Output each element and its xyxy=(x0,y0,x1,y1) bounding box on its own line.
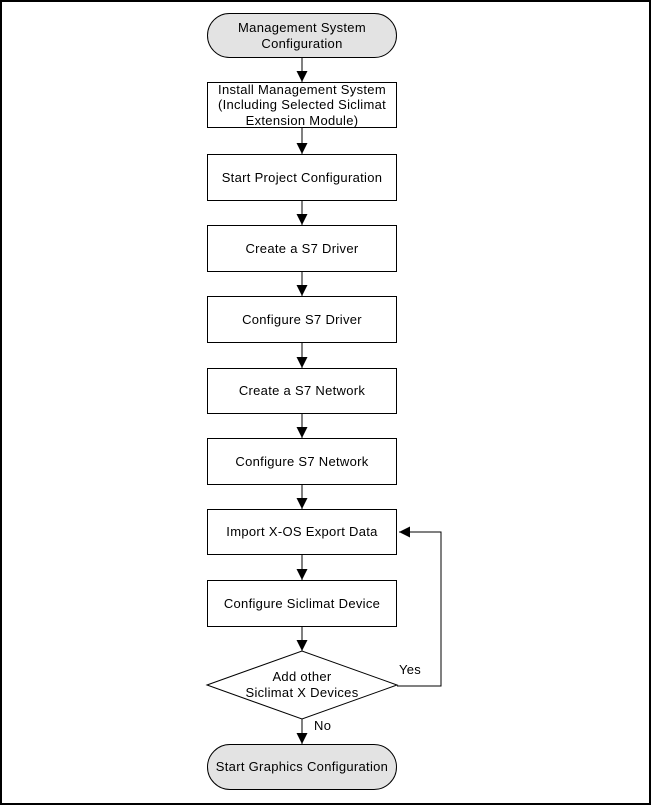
node-create-s7-network: Create a S7 Network xyxy=(207,368,397,414)
node-configure-s7-network: Configure S7 Network xyxy=(207,438,397,485)
node-start-graphics-configuration: Start Graphics Configuration xyxy=(207,744,397,790)
edge-label-no: No xyxy=(314,718,332,733)
node-management-system-configuration: Management System Configuration xyxy=(207,13,397,58)
node-configure-siclimat-device: Configure Siclimat Device xyxy=(207,580,397,627)
decision-diamond-shape xyxy=(205,650,399,720)
node-decision-add-other-siclimat-x-devices: Add other Siclimat X Devices xyxy=(245,669,359,700)
node-start-project-configuration: Start Project Configuration xyxy=(207,154,397,201)
node-configure-s7-driver: Configure S7 Driver xyxy=(207,296,397,343)
loop-yes-arrow xyxy=(397,526,442,687)
node-import-x-os-export-data: Import X-OS Export Data xyxy=(207,509,397,555)
node-create-s7-driver: Create a S7 Driver xyxy=(207,225,397,272)
edge-label-yes: Yes xyxy=(399,662,422,677)
node-install-management-system: Install Management System (Including Sel… xyxy=(207,82,397,128)
